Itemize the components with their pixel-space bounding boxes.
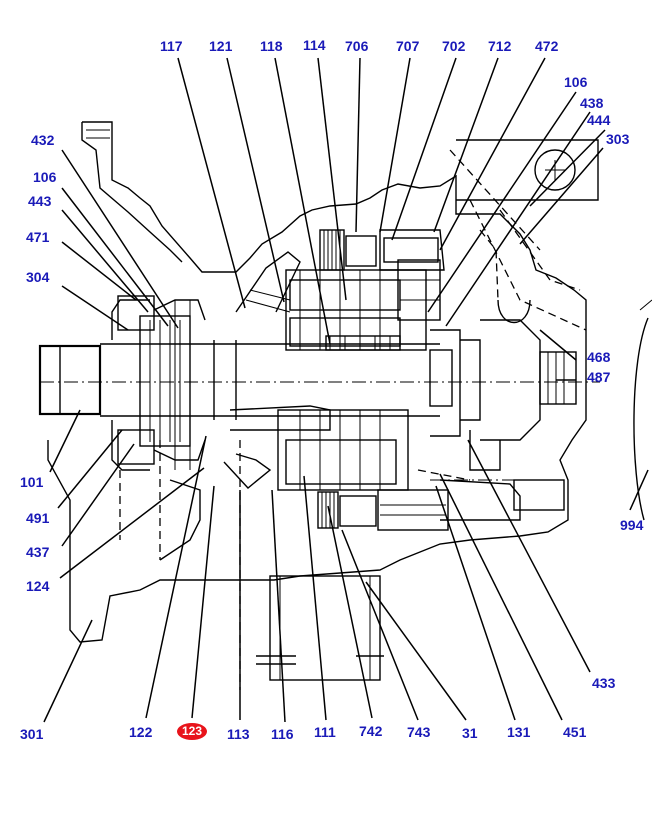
label-702: 702 [442, 38, 466, 54]
label-451: 451 [563, 724, 587, 740]
label-117: 117 [160, 38, 183, 54]
label-712: 712 [488, 38, 512, 54]
label-116: 116 [271, 726, 294, 742]
label-123-highlighted[interactable]: 123 [177, 723, 207, 740]
label-303: 303 [606, 131, 630, 147]
label-301: 301 [20, 726, 44, 742]
label-444: 444 [587, 112, 611, 128]
cylinder-block [277, 269, 427, 491]
label-304: 304 [26, 269, 50, 285]
label-994: 994 [620, 517, 644, 533]
label-438: 438 [580, 95, 604, 111]
label-114: 114 [303, 37, 326, 53]
label-706: 706 [345, 38, 369, 54]
label-468: 468 [587, 349, 611, 365]
front-bearing [117, 295, 206, 465]
label-131: 131 [507, 724, 531, 740]
shaft [38, 340, 600, 420]
end-cover [429, 139, 599, 471]
label-122: 122 [129, 724, 153, 740]
label-707: 707 [396, 38, 420, 54]
label-113: 113 [227, 726, 250, 742]
housing-outline [47, 121, 587, 643]
label-471: 471 [26, 229, 50, 245]
label-106-right: 106 [564, 74, 588, 90]
label-432: 432 [31, 132, 55, 148]
label-433: 433 [592, 675, 616, 691]
label-106-left: 106 [33, 169, 57, 185]
bottom-port [256, 575, 384, 681]
label-487: 487 [587, 369, 611, 385]
label-743: 743 [407, 724, 431, 740]
flange-arc [633, 299, 652, 521]
brake-group-upper [319, 229, 445, 321]
label-124: 124 [26, 578, 50, 594]
leader-lines [43, 57, 649, 723]
label-491: 491 [26, 510, 50, 526]
label-31: 31 [462, 725, 478, 741]
label-111: 111 [314, 724, 336, 740]
label-742: 742 [359, 723, 383, 739]
label-472: 472 [535, 38, 559, 54]
label-437: 437 [26, 544, 50, 560]
label-121: 121 [209, 38, 233, 54]
label-118: 118 [260, 38, 283, 54]
label-101: 101 [20, 474, 44, 490]
brake-group-lower [317, 479, 565, 531]
label-443: 443 [28, 193, 52, 209]
